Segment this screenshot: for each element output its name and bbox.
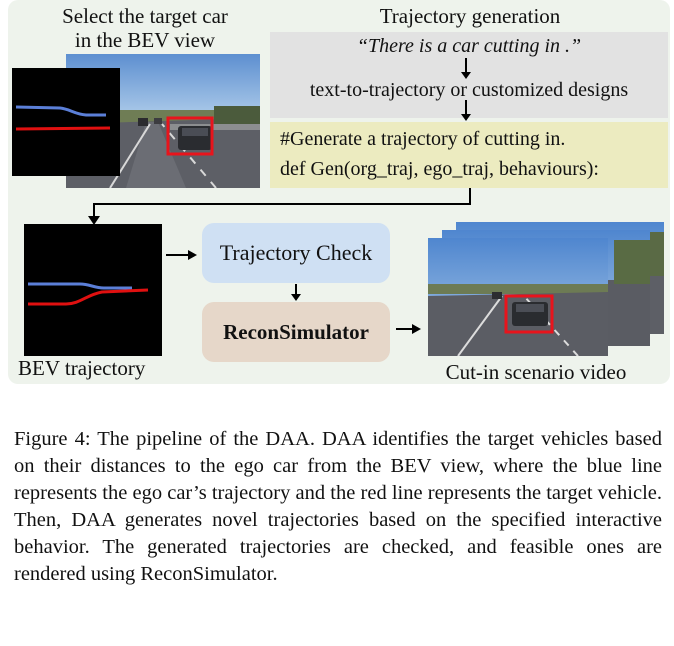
code-line-2: def Gen(org_traj, ego_traj, behaviours): [280, 158, 599, 180]
prompt-quote: “There is a car cutting in .” [356, 35, 582, 57]
target-bbox-video [504, 294, 554, 334]
ego-trajectory-line-bottom [28, 282, 132, 290]
bev-map-top [12, 68, 120, 176]
target-trajectory-line [15, 126, 111, 131]
arrow-down-3-icon [291, 284, 301, 301]
arrow-right-2-icon [396, 324, 421, 334]
recon-simulator-box: ReconSimulator [202, 302, 390, 362]
bev-map-bottom [24, 224, 162, 356]
t2t-text: text-to-trajectory or customized designs [309, 79, 629, 101]
code-box [270, 122, 668, 188]
bev-label: BEV trajectory [18, 356, 146, 380]
select-title-line2: in the BEV view [74, 28, 216, 52]
trajgen-title: Trajectory generation [379, 4, 561, 28]
ego-trajectory-line [15, 105, 106, 117]
connector-arrow-icon [88, 188, 471, 225]
arrow-down-2-icon [461, 100, 471, 121]
target-trajectory-line-bottom [28, 288, 149, 306]
arrow-down-1-icon [461, 58, 471, 79]
target-bbox-top [166, 116, 214, 156]
arrow-right-1-icon [166, 250, 197, 260]
pipeline-figure: Select the target car in the BEV view Tr… [8, 0, 670, 384]
prompt-box [270, 32, 668, 118]
trajectory-check-box: Trajectory Check [202, 223, 390, 283]
figure-caption: Figure 4: The pipeline of the DAA. DAA i… [14, 428, 662, 585]
scenario-video-frames [428, 222, 664, 356]
code-line-1: #Generate a trajectory of cutting in. [280, 128, 566, 150]
video-label: Cut-in scenario video [445, 360, 627, 384]
select-title-line1: Select the target car [62, 4, 228, 28]
